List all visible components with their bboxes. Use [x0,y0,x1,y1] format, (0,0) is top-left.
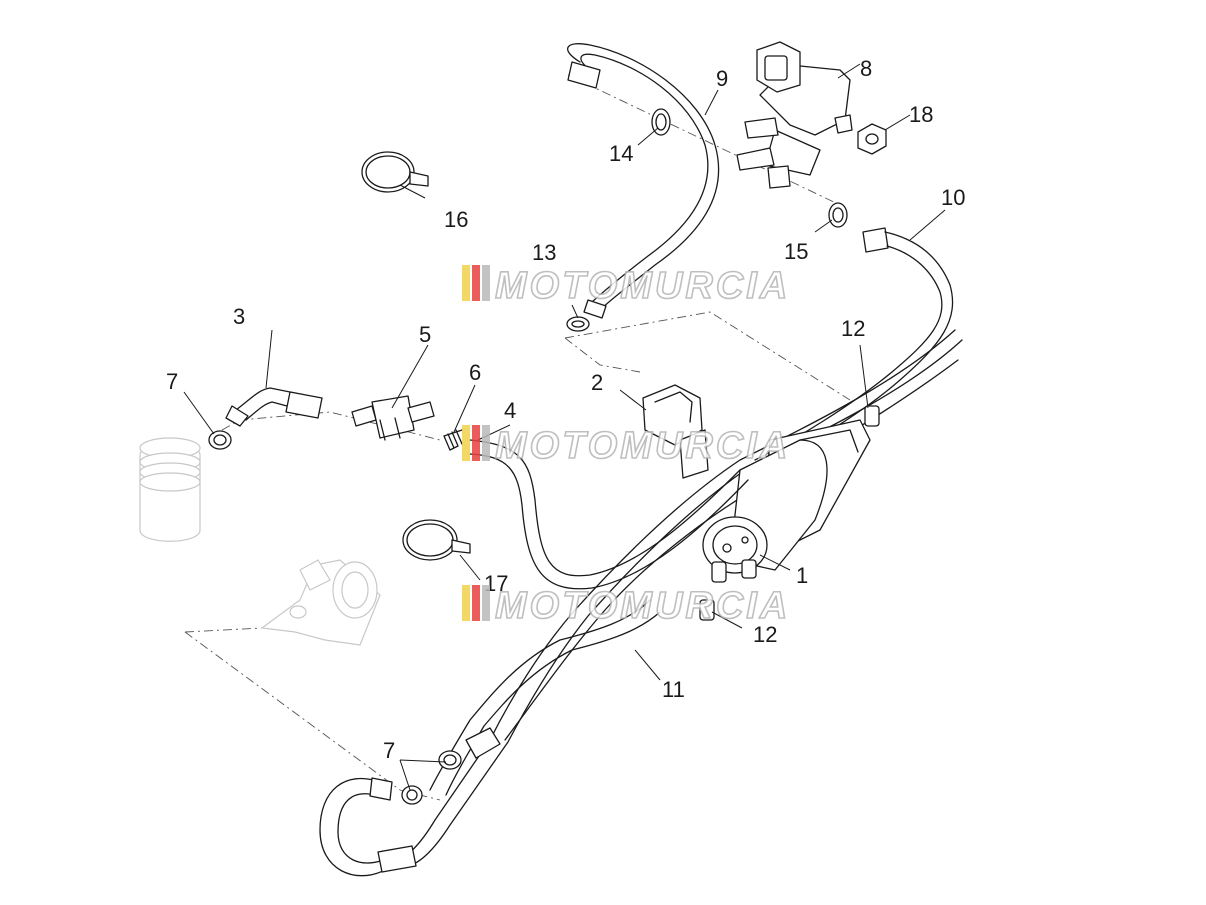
callout-4: 4 [504,398,516,423]
callout-14: 14 [609,141,633,166]
callout-8: 8 [860,56,872,81]
band-clamp-17 [402,519,471,561]
callout-7-lower: 7 [383,738,395,763]
clamp-7-upper [208,430,232,450]
callout-7-upper: 7 [166,369,178,394]
clamp-7-lower-a [438,750,462,770]
callout-13: 13 [532,240,556,265]
clamp-7-lower-b [401,785,423,805]
callout-11: 11 [662,677,685,702]
hose-4 [469,439,749,590]
callout-12-upper: 12 [841,316,865,341]
hose-9 [567,43,720,319]
solenoid-valve [736,41,853,189]
bracket-2 [642,384,709,479]
tee-fitting-12-upper [864,405,880,427]
watermark-text: MOTOMURCIA [495,585,790,627]
lower-loop-hose [319,777,417,877]
ghost-throttle-body [260,559,381,646]
callout-1: 1 [796,563,808,588]
callout-18: 18 [909,102,933,127]
check-valve-5 [351,395,435,441]
watermark-top: MOTOMURCIA [462,264,790,308]
watermark-text: MOTOMURCIA [495,265,790,307]
ghost-intake-tube [139,437,201,542]
callout-16: 16 [444,207,468,232]
tee-fitting-12-lower [699,599,715,621]
watermark-text: MOTOMURCIA [495,425,790,467]
callout-6: 6 [469,360,481,385]
assembly-axes [184,74,851,801]
callout-numbers: 1 2 3 4 5 6 7 7 8 9 10 11 12 12 13 14 15… [166,56,965,763]
callout-5: 5 [419,322,431,347]
carbon-canister [702,419,871,583]
hex-nut [857,123,887,155]
clip-13 [566,316,590,332]
callout-3: 3 [233,304,245,329]
clamp-15 [828,202,848,228]
elbow-hose-3 [225,387,323,427]
callout-9: 9 [716,66,728,91]
watermark-bottom: MOTOMURCIA [462,584,790,628]
spring-6 [443,429,463,451]
band-clamp-16 [361,151,429,193]
callout-12-lower: 12 [753,622,777,647]
watermark-middle: MOTOMURCIA [462,424,790,468]
clamp-14 [651,108,671,136]
leader-lines [183,63,946,791]
callout-15: 15 [784,239,808,264]
callout-2: 2 [591,370,603,395]
callout-10: 10 [941,185,965,210]
